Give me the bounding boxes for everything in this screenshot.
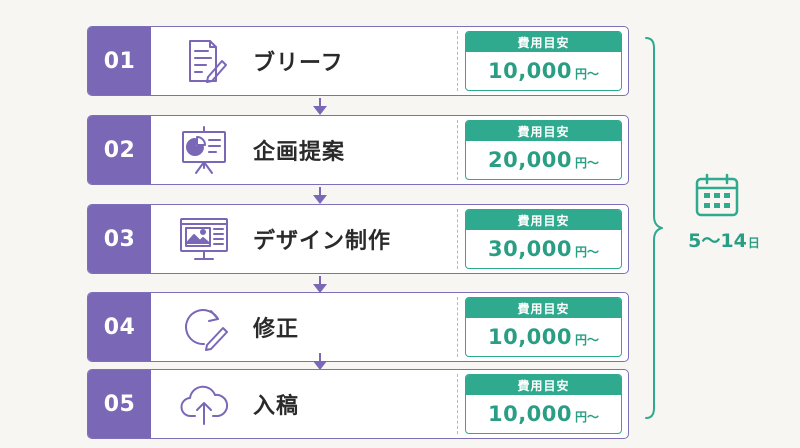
- cost-unit: 円〜: [575, 67, 600, 81]
- cost-label: 費用目安: [466, 121, 621, 141]
- divider: [457, 31, 458, 91]
- step-row: 02 企画提案 費用目安 20,000 円〜: [87, 115, 629, 185]
- cost-amount: 30,000: [487, 237, 573, 261]
- cost-box: 費用目安 20,000 円〜: [465, 120, 622, 180]
- step-number: 04: [88, 293, 151, 361]
- step-number: 03: [88, 205, 151, 273]
- cost-value: 10,000 円〜: [466, 52, 621, 90]
- cost-value: 10,000 円〜: [466, 318, 621, 356]
- step-number: 05: [88, 370, 151, 438]
- step-title: デザイン制作: [253, 229, 392, 254]
- cost-unit: 円〜: [575, 245, 600, 259]
- cost-label: 費用目安: [466, 375, 621, 395]
- bracket: [644, 36, 674, 420]
- step-number: 02: [88, 116, 151, 184]
- cost-box: 費用目安 30,000 円〜: [465, 209, 622, 269]
- cost-box: 費用目安 10,000 円〜: [465, 297, 622, 357]
- step-number: 01: [88, 27, 151, 95]
- cost-value: 10,000 円〜: [466, 395, 621, 433]
- divider: [457, 297, 458, 357]
- document-pen-icon: [174, 27, 234, 95]
- cost-value: 20,000 円〜: [466, 141, 621, 179]
- step-row: 01 ブリーフ 費用目安 10,000 円〜: [87, 26, 629, 96]
- cost-unit: 円〜: [575, 410, 600, 424]
- cloud-upload-icon: [174, 370, 234, 438]
- duration-label: 5〜14日: [664, 226, 784, 253]
- cost-amount: 10,000: [487, 402, 573, 426]
- step-row: 04 修正 費用目安 10,000 円〜: [87, 292, 629, 362]
- step-title: 修正: [253, 317, 300, 342]
- cost-amount: 10,000: [487, 325, 573, 349]
- step-title: ブリーフ: [253, 51, 344, 76]
- cost-unit: 円〜: [575, 156, 600, 170]
- revise-pencil-icon: [174, 293, 234, 361]
- divider: [457, 120, 458, 180]
- cost-label: 費用目安: [466, 32, 621, 52]
- cost-box: 費用目安 10,000 円〜: [465, 31, 622, 91]
- calendar-icon: [694, 172, 740, 218]
- monitor-design-icon: [174, 205, 234, 273]
- step-row: 03 デザイン制作 費用目安 30,000 円〜: [87, 204, 629, 274]
- divider: [457, 374, 458, 434]
- divider: [457, 209, 458, 269]
- cost-amount: 10,000: [487, 59, 573, 83]
- step-row: 05 入稿 費用目安 10,000 円〜: [87, 369, 629, 439]
- presentation-board-icon: [174, 116, 234, 184]
- cost-value: 30,000 円〜: [466, 230, 621, 268]
- duration-range: 5〜14: [688, 230, 747, 252]
- duration-unit: 日: [747, 236, 760, 250]
- step-title: 企画提案: [253, 140, 346, 165]
- arrow-down-icon: [313, 187, 327, 205]
- cost-box: 費用目安 10,000 円〜: [465, 374, 622, 434]
- step-title: 入稿: [253, 394, 300, 419]
- arrow-down-icon: [313, 276, 327, 294]
- arrow-down-icon: [313, 98, 327, 116]
- arrow-down-icon: [313, 353, 327, 371]
- cost-unit: 円〜: [575, 333, 600, 347]
- cost-amount: 20,000: [487, 148, 573, 172]
- cost-label: 費用目安: [466, 210, 621, 230]
- cost-label: 費用目安: [466, 298, 621, 318]
